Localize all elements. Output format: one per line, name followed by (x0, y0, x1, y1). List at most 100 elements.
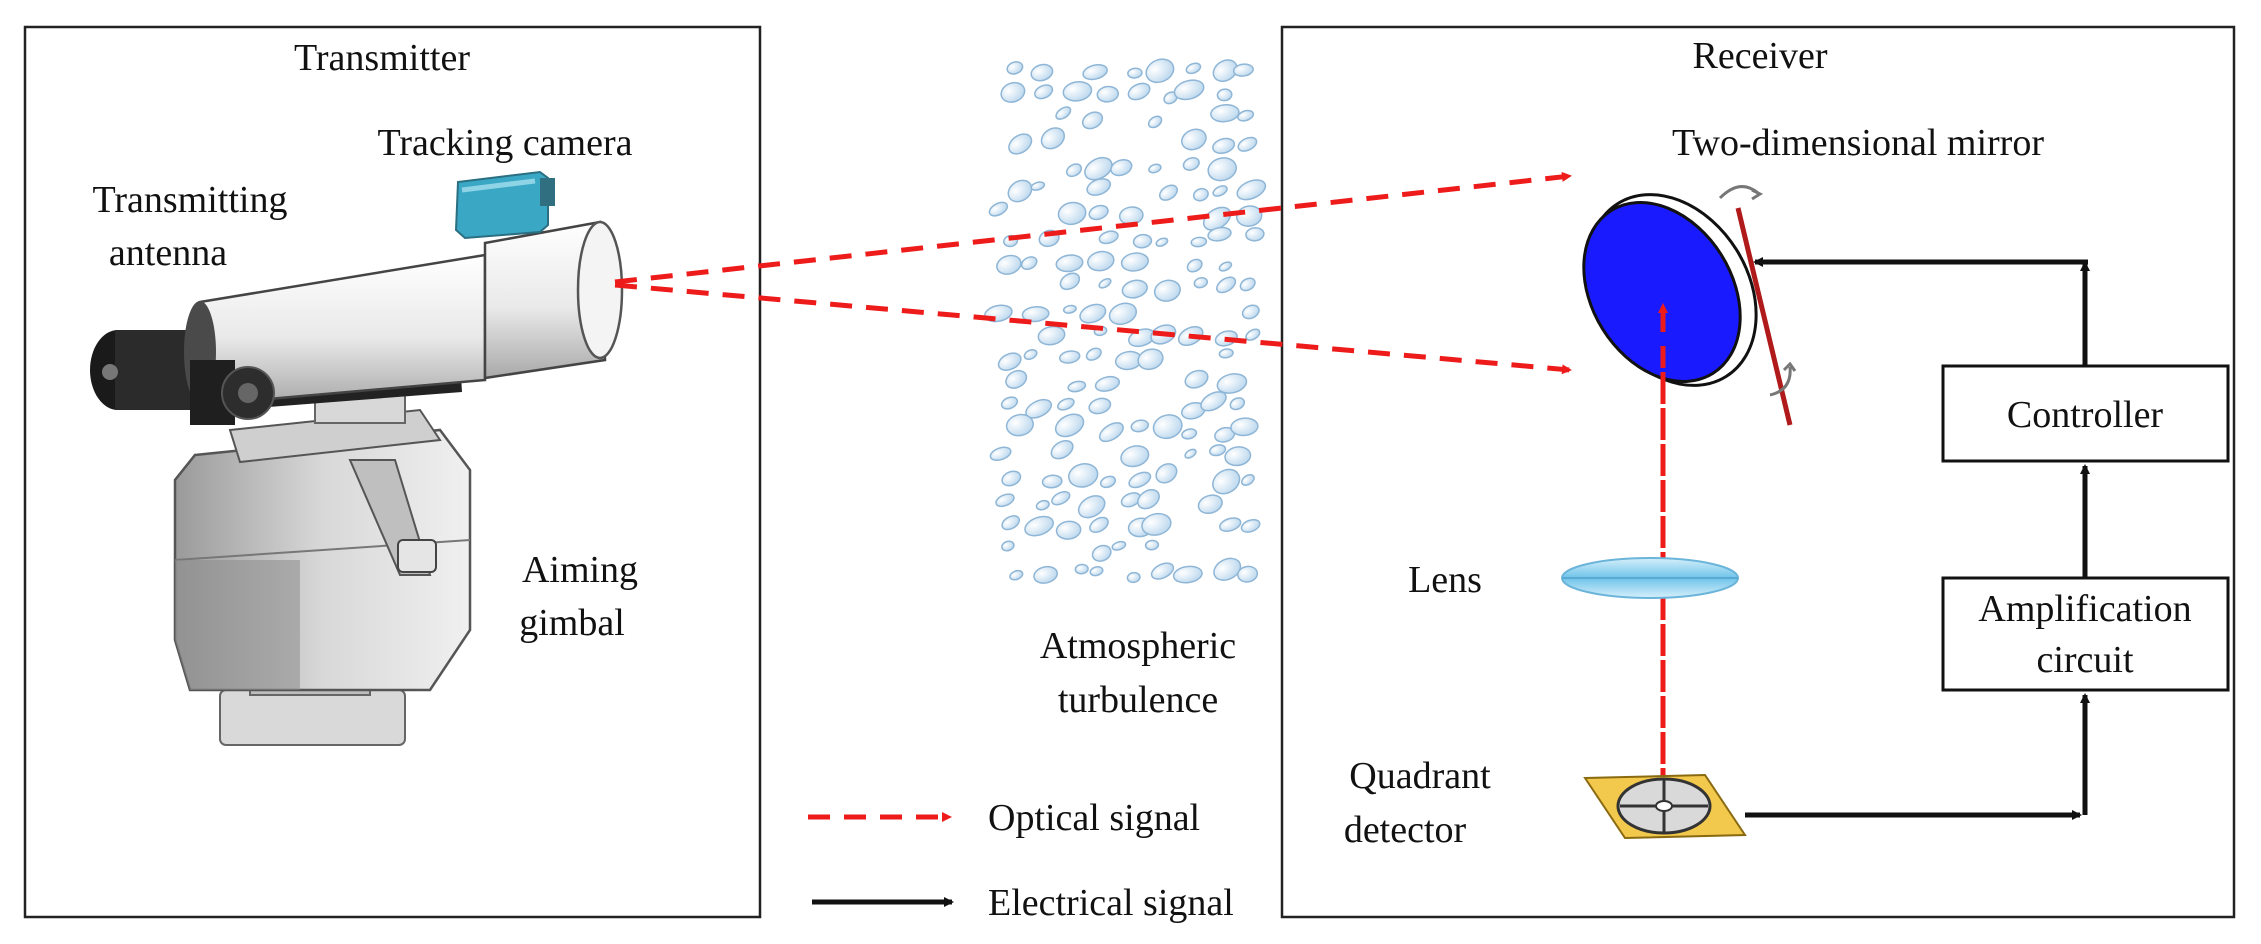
droplet-icon (1108, 302, 1138, 326)
droplet-icon (1207, 226, 1232, 242)
transmitting-antenna-label-line2: antenna (109, 232, 227, 274)
droplet-icon (1181, 428, 1198, 440)
droplet-icon (1127, 67, 1143, 79)
droplet-icon (1074, 563, 1089, 575)
droplet-icon (1172, 565, 1203, 584)
droplet-icon (1055, 254, 1084, 273)
droplet-icon (1209, 444, 1227, 457)
droplet-icon (1240, 518, 1261, 533)
droplet-icon (1127, 82, 1151, 101)
droplet-icon (1062, 81, 1093, 102)
droplet-icon (1111, 540, 1127, 551)
droplet-icon (1020, 256, 1038, 271)
droplet-icon (1065, 163, 1083, 178)
amplification-label-line1: Amplification (1978, 588, 2191, 630)
tracking-camera-label: Tracking camera (378, 122, 633, 164)
droplet-icon (1005, 413, 1034, 437)
droplet-icon (1081, 111, 1104, 130)
droplet-icon (1121, 279, 1148, 299)
droplet-icon (1190, 236, 1208, 248)
droplet-icon (1155, 463, 1178, 484)
droplet-icon (1030, 63, 1054, 82)
droplet-icon (1212, 59, 1238, 82)
transmitter-panel (23, 25, 762, 919)
droplet-icon (1153, 279, 1181, 302)
droplet-icon (1033, 565, 1058, 584)
droplet-icon (1006, 61, 1024, 75)
droplet-icon (1236, 179, 1267, 201)
droplet-icon (1235, 205, 1263, 227)
droplet-icon (988, 201, 1009, 217)
droplet-icon (1079, 303, 1107, 324)
optical-beam-lower (614, 282, 1572, 375)
aiming-gimbal-label-line1: Aiming (522, 549, 638, 591)
droplet-icon (1241, 304, 1260, 320)
droplet-icon (1218, 261, 1233, 272)
droplet-icon (1021, 305, 1050, 323)
droplet-icon (995, 493, 1015, 508)
droplet-icon (996, 254, 1022, 275)
droplet-icon (1098, 230, 1119, 245)
droplet-icon (1200, 391, 1227, 412)
droplet-icon (1126, 571, 1141, 584)
receiver-title: Receiver (1692, 35, 1827, 77)
droplet-icon (1192, 187, 1209, 202)
droplet-icon (1084, 156, 1113, 181)
legend-electrical-label: Electrical signal (988, 882, 1234, 924)
droplet-icon (1185, 62, 1202, 75)
droplet-icon (1089, 566, 1104, 577)
droplet-icon (1216, 276, 1237, 294)
lens-icon (1561, 557, 1739, 599)
droplet-icon (1224, 446, 1252, 467)
droplet-icon (1219, 517, 1242, 532)
mirror-label: Two-dimensional mirror (1672, 122, 2044, 164)
amplification-circuit-box (1941, 576, 2230, 692)
transmitter-title: Transmitter (294, 37, 470, 79)
droplet-icon (1082, 64, 1108, 81)
droplet-icon (1001, 540, 1015, 552)
droplet-icon (1182, 156, 1200, 171)
droplet-icon (1057, 397, 1075, 411)
telescope-icon (90, 220, 624, 425)
droplet-icon (1216, 373, 1248, 394)
droplet-icon (1050, 440, 1074, 460)
droplet-icon (989, 446, 1012, 462)
droplet-icon (1137, 488, 1160, 510)
droplet-icon (1085, 347, 1102, 361)
droplet-icon (1005, 369, 1028, 389)
droplet-icon (1000, 81, 1026, 103)
droplet-icon (1120, 445, 1150, 468)
droplet-icon (1229, 397, 1246, 411)
droplet-icon (1034, 84, 1054, 100)
droplet-icon (1023, 349, 1038, 360)
legend-optical-label: Optical signal (988, 797, 1200, 839)
quadrant-detector-icon (1583, 773, 1747, 840)
droplet-icon (1007, 179, 1033, 203)
droplet-icon (1128, 471, 1152, 489)
droplet-icon (1237, 565, 1259, 583)
droplet-icon (1089, 516, 1109, 534)
droplet-icon (1009, 569, 1024, 581)
droplet-icon (1145, 58, 1175, 84)
droplet-icon (1099, 475, 1117, 489)
droplet-icon (1094, 375, 1121, 392)
droplet-icon (1040, 127, 1066, 150)
droplet-icon (1000, 396, 1019, 410)
controller-label: Controller (2007, 394, 2164, 436)
droplet-icon (1030, 181, 1046, 191)
gimbal-icon (173, 394, 472, 746)
quadrant-detector-label-line2: detector (1344, 809, 1467, 851)
droplet-icon (1158, 184, 1179, 201)
turbulence-droplets (984, 58, 1267, 584)
turbulence-label-line1: Atmospheric (1040, 625, 1236, 667)
receiver-panel (1280, 25, 2236, 919)
droplet-icon (1008, 133, 1033, 155)
droplet-icon (1216, 88, 1233, 102)
quadrant-detector-label-line1: Quadrant (1349, 755, 1491, 797)
droplet-icon (1148, 163, 1162, 174)
droplet-icon (1212, 468, 1241, 495)
droplet-icon (1058, 350, 1081, 364)
droplet-icon (997, 352, 1022, 371)
droplet-icon (1077, 495, 1106, 519)
